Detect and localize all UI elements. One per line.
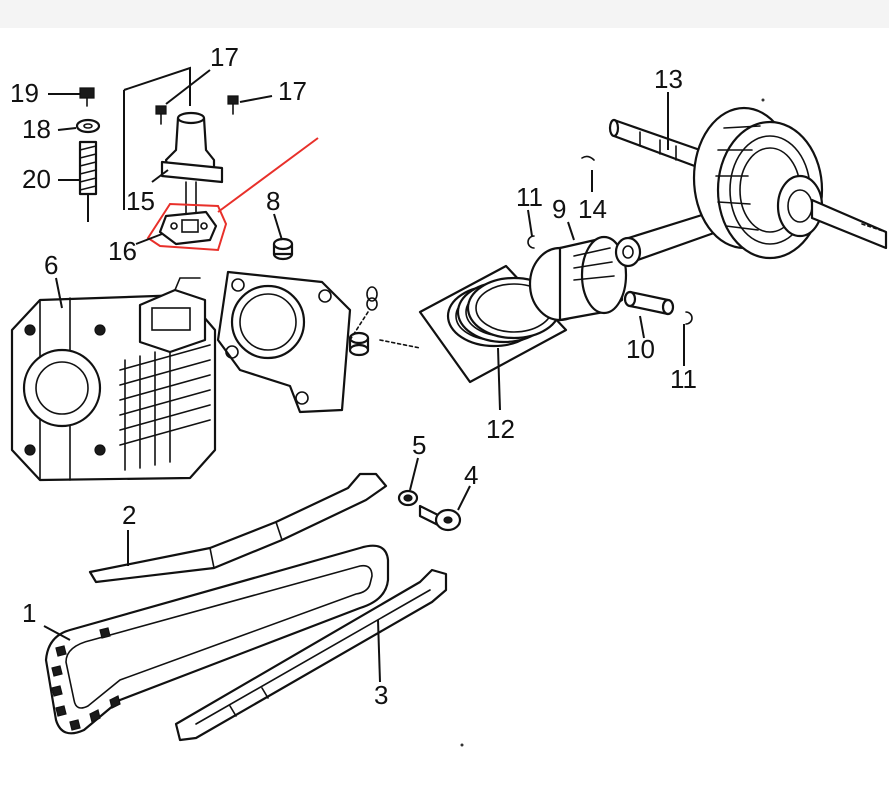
guide-bolt-5 (397, 489, 419, 507)
highlight-pointer-line (217, 137, 319, 213)
crankshaft (608, 106, 888, 268)
cam-chain-guide-upper (88, 472, 388, 584)
callout-18: 18 (22, 114, 51, 144)
scan-speck (460, 743, 464, 747)
callout-8: 8 (266, 186, 280, 216)
dowel-pin-lower (348, 331, 370, 357)
callout-20: 20 (22, 164, 51, 194)
callout-10: 10 (626, 334, 655, 364)
washer-18 (75, 118, 101, 134)
cam-chain (44, 544, 390, 735)
callout-3: 3 (374, 680, 388, 710)
guide-pivot-4 (418, 504, 462, 532)
oil-jet-clips (349, 286, 378, 341)
piston (528, 235, 628, 322)
bolt-17-left (155, 105, 167, 125)
leader-lines (43, 69, 685, 683)
piston-pin-clip-left (527, 235, 535, 249)
highlight-box (146, 202, 228, 252)
tensioner-gasket (158, 210, 218, 246)
spring-20 (78, 140, 98, 222)
callout-6: 6 (44, 250, 58, 280)
callout-17-right: 17 (278, 76, 307, 106)
cylinder-block (10, 277, 217, 482)
bolt-17-right (227, 95, 239, 115)
tensioner-bracket-line (123, 66, 191, 210)
callout-16: 16 (108, 236, 137, 266)
callout-17-top: 17 (210, 42, 239, 72)
callout-5: 5 (412, 430, 426, 460)
piston-pin (623, 290, 675, 316)
callout-11-right: 11 (670, 364, 697, 394)
scan-speck (761, 98, 765, 102)
callout-14: 14 (578, 194, 607, 224)
woodruff-key (581, 155, 595, 161)
piston-rings-set (379, 264, 568, 384)
callout-1: 1 (22, 598, 36, 628)
cam-chain-guide-lower (174, 568, 448, 742)
callout-2: 2 (122, 500, 136, 530)
callout-4: 4 (464, 460, 478, 490)
callout-11-left: 11 (516, 182, 543, 212)
cylinder-gasket (216, 270, 352, 414)
piston-pin-clip-right (685, 311, 693, 325)
callout-12: 12 (486, 414, 515, 444)
callout-9: 9 (552, 194, 566, 224)
cam-chain-tensioner (151, 111, 224, 215)
callout-15: 15 (126, 186, 155, 216)
callout-19: 19 (10, 78, 39, 108)
callout-13: 13 (654, 64, 683, 94)
dowel-pin-upper (272, 237, 294, 261)
